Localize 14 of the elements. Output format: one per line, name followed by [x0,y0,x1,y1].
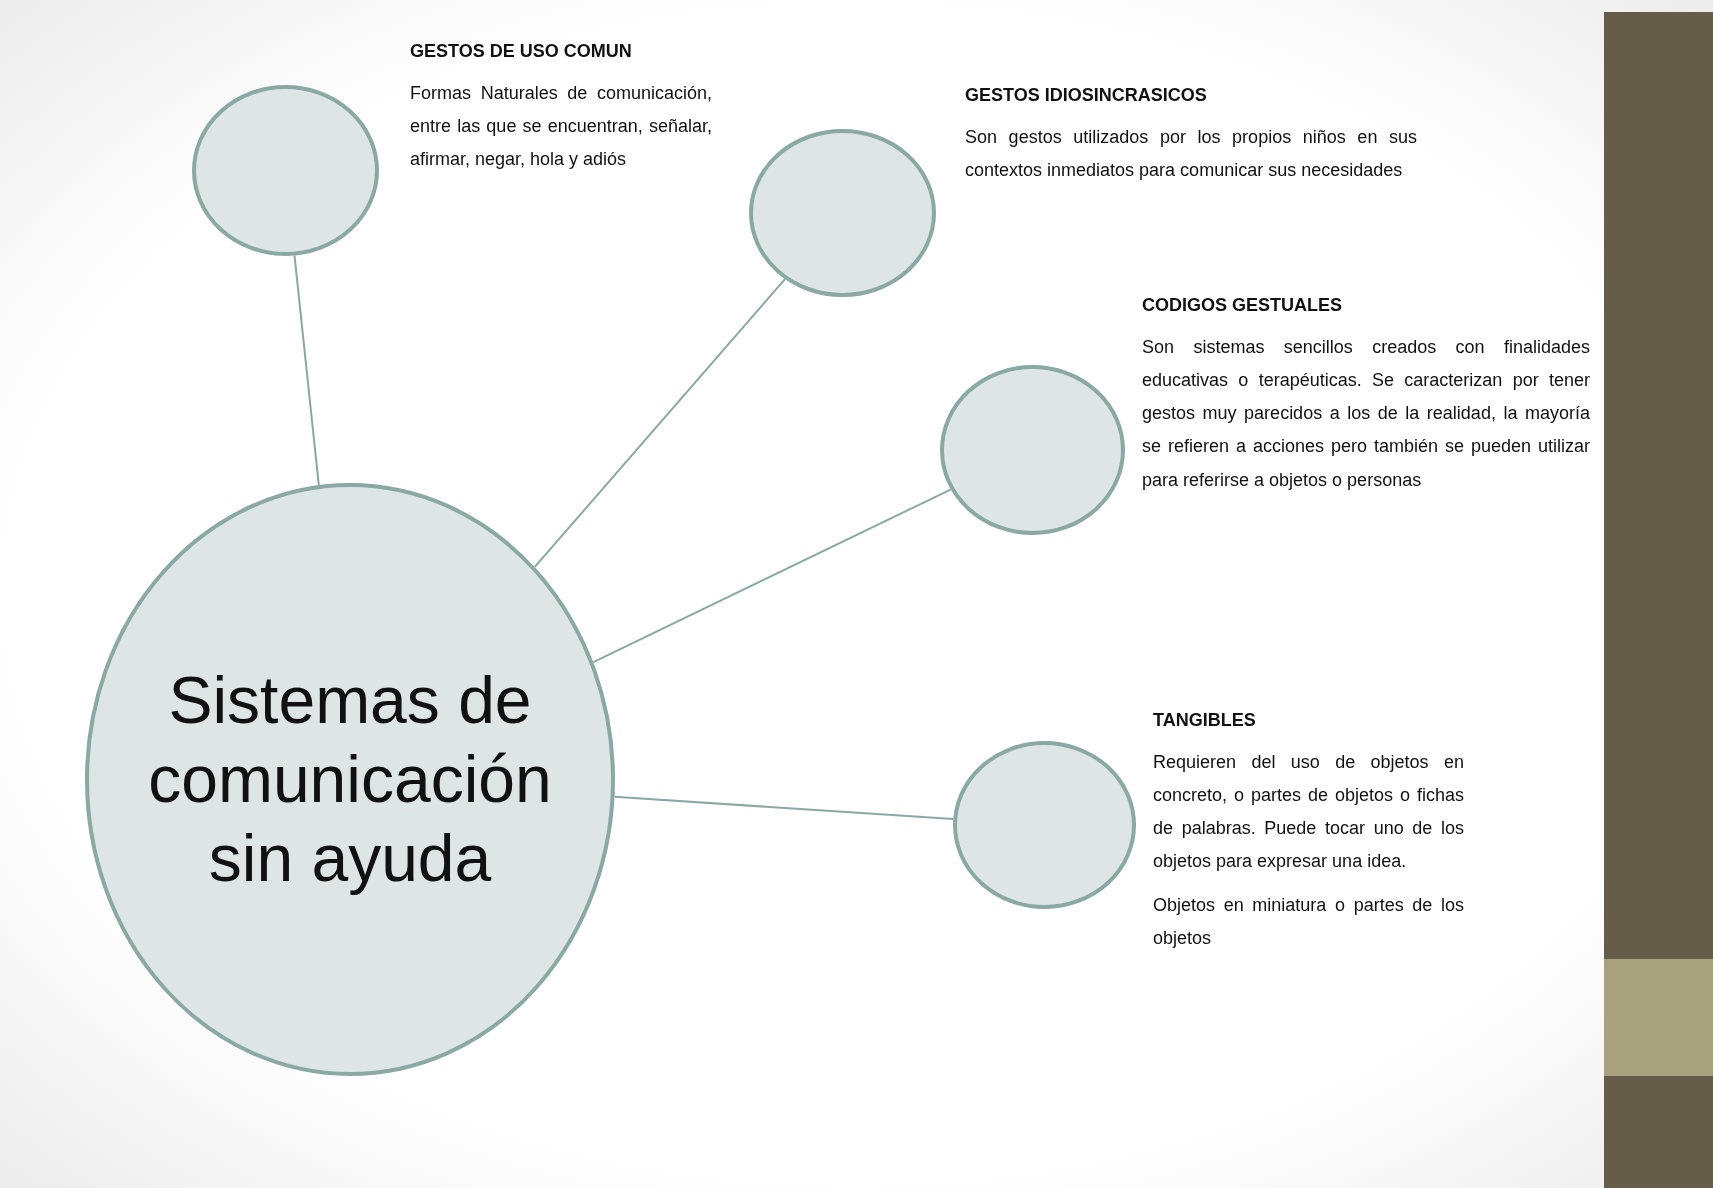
connector-line [613,795,955,820]
description-text: Formas Naturales de comunicación, entre las que se encuentran, señalar, afirmar, negar, hola y adiós [410,81,712,172]
connector-line [592,488,952,664]
category-heading: CODIGOS GESTUALES [1142,294,1344,317]
description-text: Son sistemas sencillos creados con finalidades educativas o terapéuticas. Se caracterizan por tener gestos muy parecidos a los de la realidad, la mayoría se refieren a acciones pero también se pueden utilizar para referirse a objetos o personas [1142,335,1590,492]
description-text: Objetos en miniatura o partes de los objetos [1153,893,1464,951]
category-heading: GESTOS DE USO COMUN [410,40,633,63]
connector-line [293,254,320,487]
category-heading: GESTOS IDIOSINCRASICOS [965,84,1208,107]
description-text: Requieren del uso de objetos en concreto, o partes de objetos o fichas de palabras. Puede tocar uno de los objetos para expresar una idea. [1153,750,1464,874]
connector-line [533,278,786,568]
category-heading: TANGIBLES [1153,709,1257,732]
node-title: Sistemas de comunicación sin ayuda [147,661,553,898]
description-text: Son gestos utilizados por los propios niños en sus contextos inmediatos para comunicar sus necesidades [965,125,1417,182]
